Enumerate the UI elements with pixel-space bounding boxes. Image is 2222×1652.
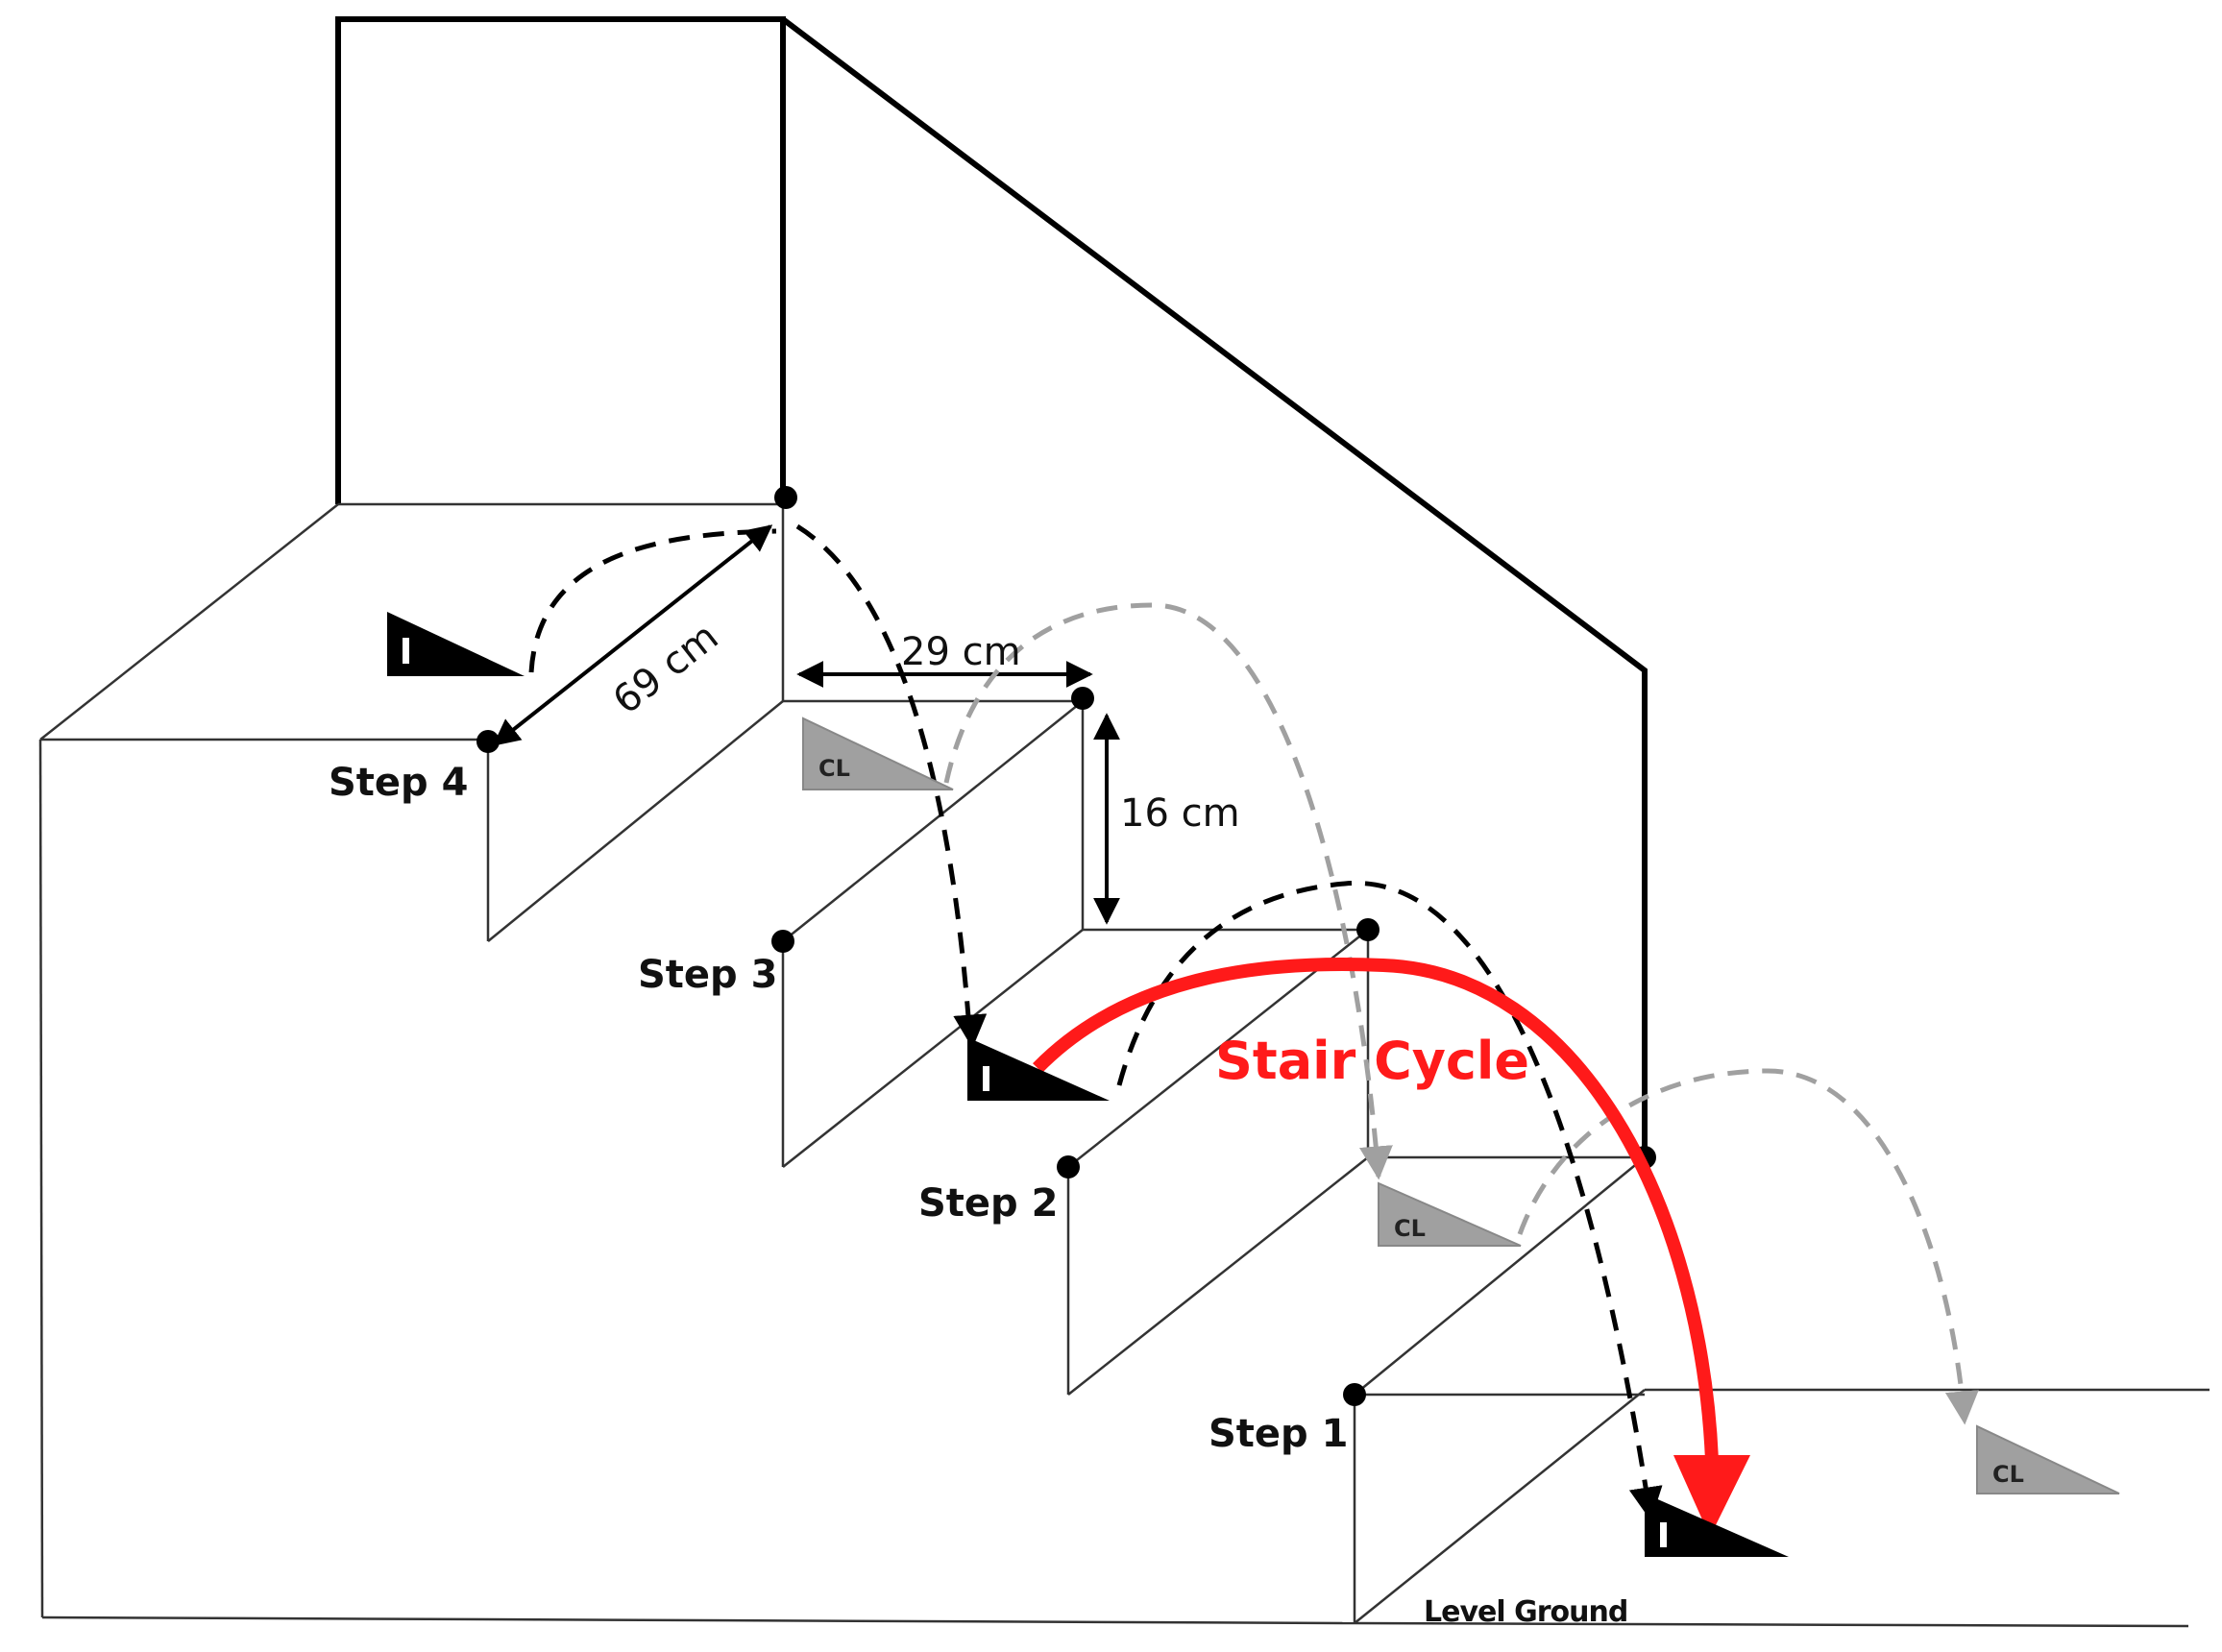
stair-cycle-arrowhead <box>1673 1455 1750 1537</box>
ipsilateral-foot-landing <box>387 612 525 676</box>
contralateral-path-upper <box>943 602 1393 1180</box>
contralateral-foot-ground: CL <box>1976 1424 2120 1494</box>
stair-cycle-label: Stair Cycle <box>1215 1031 1529 1091</box>
depth-dimension-label: 29 cm <box>901 630 1021 674</box>
contralateral-trajectories <box>943 602 1979 1425</box>
contralateral-path-lower <box>1517 1068 1979 1425</box>
corner-dot <box>1343 1383 1366 1406</box>
ipsilateral-path-landing <box>528 528 777 673</box>
dimension-arrows <box>492 524 1120 925</box>
step-2-label: Step 2 <box>918 1181 1058 1226</box>
ipsilateral-foot-step3 <box>967 1037 1110 1101</box>
ipsilateral-trajectories <box>528 523 1663 1521</box>
corner-dot <box>771 930 794 953</box>
wall-outline <box>335 16 1648 1159</box>
corner-dot <box>1071 687 1094 710</box>
corner-dot <box>1356 918 1380 941</box>
width-dimension-label: 69 cm <box>605 615 726 723</box>
ipsilateral-foot-ground <box>1645 1494 1789 1557</box>
step-1-label: Step 1 <box>1209 1412 1348 1456</box>
level-ground-label: Level Ground <box>1424 1595 1627 1629</box>
contralateral-label: CL <box>1992 1461 2024 1488</box>
contralateral-foot-markers: CL CL CL <box>802 717 2120 1494</box>
step-3-label: Step 3 <box>638 953 777 997</box>
width-dimension-line <box>492 524 773 746</box>
corner-dots <box>476 486 1656 1406</box>
contralateral-label: CL <box>1394 1215 1426 1242</box>
step-4-label: Step 4 <box>329 761 468 805</box>
ipsilateral-foot-markers <box>387 612 1789 1557</box>
ipsilateral-path-step2 <box>1116 881 1663 1521</box>
corner-dot <box>1057 1155 1080 1178</box>
contralateral-label: CL <box>818 755 850 782</box>
height-dimension-label: 16 cm <box>1120 791 1240 836</box>
corner-dot <box>774 486 797 509</box>
ipsilateral-path-step4 <box>795 523 973 1043</box>
contralateral-foot-step4: CL <box>802 717 954 790</box>
stair-structure <box>38 502 2210 1628</box>
contralateral-foot-step2: CL <box>1378 1181 1522 1247</box>
stair-cycle-arc <box>1033 958 1750 1537</box>
